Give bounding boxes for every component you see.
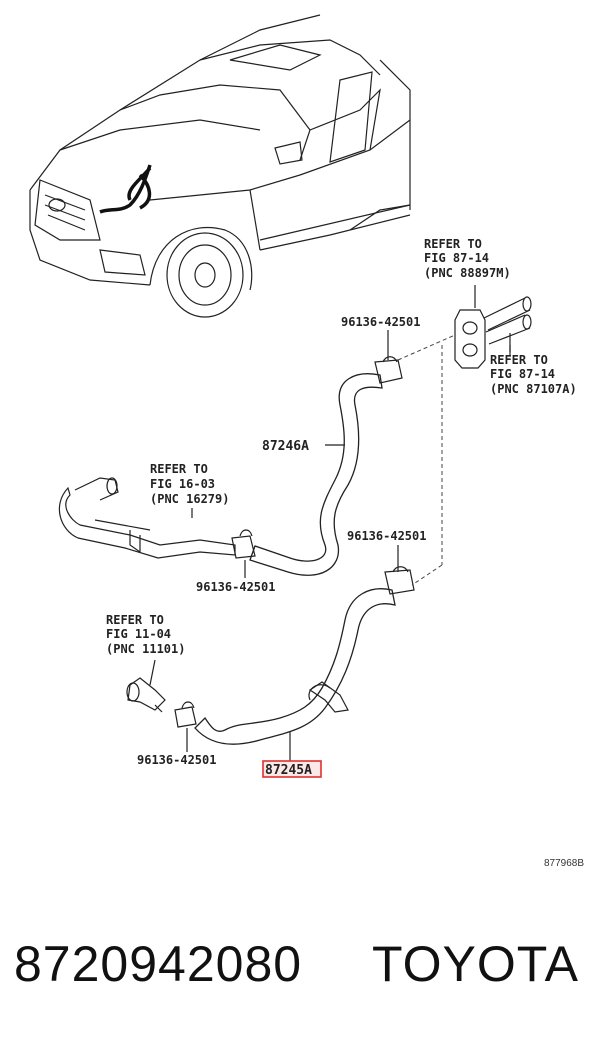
refer-pipe-line2: FIG 16-03 (150, 477, 215, 491)
hose-87246a (249, 356, 403, 576)
water-outlet (126, 677, 197, 728)
refer-heater-1-line2: FIG 87-14 (424, 251, 489, 265)
clamp-icon (374, 359, 403, 384)
heater-water-pipe (58, 477, 256, 559)
leader-line (149, 659, 156, 686)
refer-outlet-line1: REFER TO (106, 613, 164, 627)
refer-heater-1-line3: (PNC 88897M) (424, 266, 511, 280)
refer-pipe-line3: (PNC 16279) (150, 492, 229, 506)
clamp-label-1: 96136-42501 (341, 315, 420, 329)
refer-heater-2-line3: (PNC 87107A) (490, 382, 577, 396)
figure-id: 877968B (544, 858, 584, 869)
hose-87245a (194, 566, 415, 745)
brand-name: TOYOTA (372, 936, 579, 992)
refer-outlet-line2: FIG 11-04 (106, 627, 171, 641)
parts-diagram: REFER TO FIG 87-14 (PNC 88897M) REFER TO… (29, 14, 584, 869)
connection-line (411, 564, 443, 586)
clamp-icon (384, 569, 415, 595)
clamp-icon (231, 535, 256, 559)
refer-outlet-line3: (PNC 11101) (106, 642, 185, 656)
hose-lower-label: 87245A (265, 763, 312, 778)
refer-heater-2-line1: REFER TO (490, 353, 548, 367)
heater-unit (454, 285, 532, 369)
refer-heater-2-line2: FIG 87-14 (490, 367, 555, 381)
clamp-label-4: 96136-42501 (137, 753, 216, 767)
clamp-label-2: 96136-42501 (196, 580, 275, 594)
part-number: 8720942080 (14, 936, 303, 992)
hose-upper-label: 87246A (262, 439, 309, 454)
connection-line (397, 334, 456, 361)
refer-heater-1-line1: REFER TO (424, 237, 482, 251)
vehicle-illustration (29, 14, 411, 318)
clamp-label-3: 96136-42501 (347, 529, 426, 543)
refer-pipe-line1: REFER TO (150, 462, 208, 476)
clamp-icon (174, 706, 197, 728)
footer: 8720942080 TOYOTA (0, 935, 600, 1025)
highlight-box (262, 760, 322, 778)
